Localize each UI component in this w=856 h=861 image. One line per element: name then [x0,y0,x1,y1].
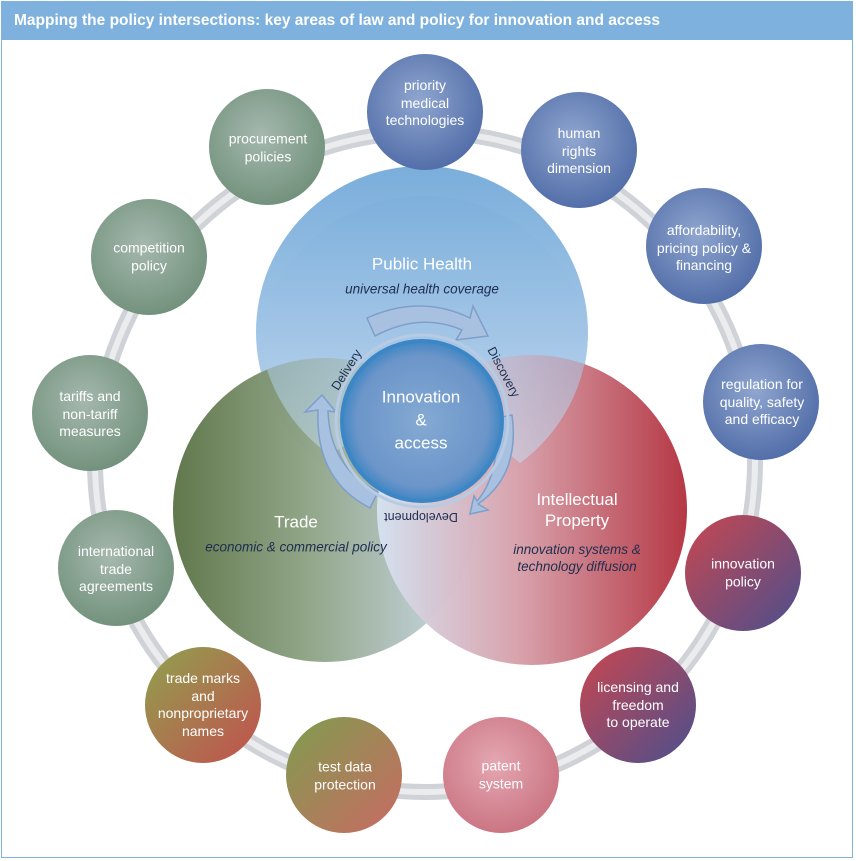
figure-title: Mapping the policy intersections: key ar… [14,12,660,29]
discovery-arrow [366,303,490,341]
node-affordability-pricing [646,188,762,304]
node-label-priority-medical-technologies: priority medical technologies [385,76,465,128]
node-human-rights-dimension [521,92,637,208]
node-tariffs [32,355,148,471]
node-patent-system [443,717,559,833]
trade-subtitle: economic & commercial policy [205,539,387,555]
node-international-trade-agreements [58,510,174,626]
node-label-procurement-policies: procurement policies [228,130,308,165]
node-procurement-policies [209,89,325,205]
node-label-licensing-freedom: licensing and freedom to operate [597,678,679,730]
center-label: Innovation & access [381,387,461,453]
public-health-title: Public Health [371,254,473,274]
node-competition-policy [91,199,207,315]
node-priority-medical-technologies [367,54,483,170]
node-label-international-trade-agreements: international trade agreements [77,542,155,594]
node-label-tariffs: tariffs and non-tariff measures [59,387,121,439]
node-label-affordability-pricing: affordability, pricing policy & financin… [656,221,752,273]
node-trade-marks [145,647,261,763]
node-licensing-freedom [580,647,696,763]
public-health-overlay [260,195,588,463]
node-label-innovation-policy: innovation policy [711,555,775,590]
node-regulation-quality [703,344,819,460]
intellectual-property-subtitle: innovation systems & technology diffusio… [513,542,641,574]
node-label-regulation-quality: regulation for quality, safety and effic… [719,375,805,427]
node-label-competition-policy: competition policy [113,239,185,274]
node-label-human-rights-dimension: human rights dimension [547,124,611,176]
center-circle-halo [334,333,510,509]
title-bar: Mapping the policy intersections: key ar… [2,2,852,40]
node-label-test-data-protection: test data protection [314,758,376,793]
node-label-patent-system: patent system [478,757,524,792]
node-label-trade-marks: trade marks and nonproprietary names [157,670,249,739]
node-test-data-protection [286,717,402,833]
center-circle [340,339,504,503]
node-innovation-policy [685,515,801,631]
intellectual-property-title: Intellectual Property [536,489,618,530]
public-health-subtitle: universal health coverage [345,281,499,297]
development-label: Development [384,510,458,524]
trade-title: Trade [274,512,318,532]
